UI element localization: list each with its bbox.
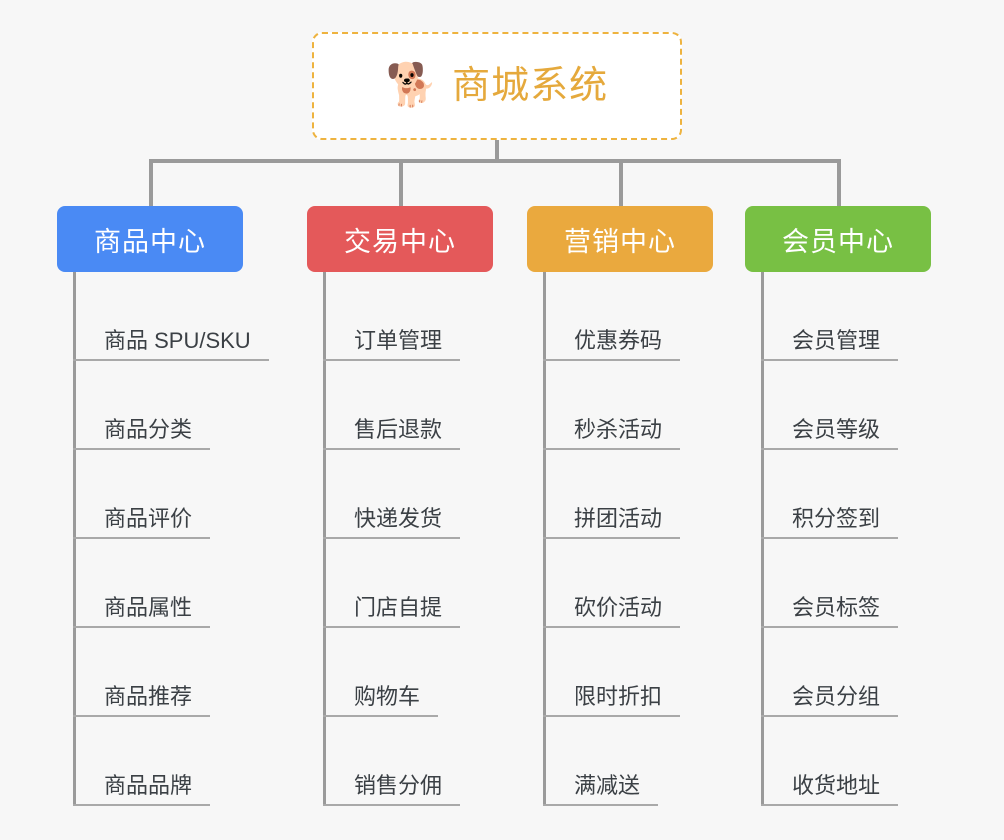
leaf-item-underline <box>73 715 211 717</box>
leaf-item-label: 限时折扣 <box>574 684 663 709</box>
leaf-item-underline <box>323 448 461 450</box>
leaf-item-label: 购物车 <box>354 684 421 709</box>
leaf-item[interactable]: 限时折扣 <box>543 628 713 717</box>
category-column-marketing: 营销中心优惠券码秒杀活动拼团活动砍价活动限时折扣满减送 <box>527 206 713 806</box>
leaf-item[interactable]: 会员管理 <box>761 272 931 361</box>
leaf-item[interactable]: 商品 SPU/SKU <box>73 272 269 361</box>
leaf-item-underline <box>73 537 211 539</box>
category-header[interactable]: 交易中心 <box>307 206 493 272</box>
leaf-item-underline <box>73 359 269 361</box>
leaf-item-label: 拼团活动 <box>574 506 663 531</box>
leaf-item-underline <box>73 626 211 628</box>
leaf-item-underline <box>761 626 899 628</box>
leaf-item[interactable]: 优惠券码 <box>543 272 713 361</box>
leaf-item-label: 积分签到 <box>792 506 881 531</box>
category-header[interactable]: 商品中心 <box>57 206 243 272</box>
leaf-item-underline <box>73 804 211 806</box>
leaf-item-underline <box>543 537 681 539</box>
category-column-product: 商品中心商品 SPU/SKU 商品分类商品评价商品属性商品推荐商品品牌 <box>57 206 269 806</box>
connector-drop-3 <box>619 159 623 207</box>
leaf-item-label: 售后退款 <box>354 417 443 442</box>
leaf-item-underline <box>761 537 899 539</box>
leaf-item[interactable]: 会员等级 <box>761 361 931 450</box>
connector-horizontal-bus <box>149 159 841 163</box>
leaf-item-label: 商品 SPU/SKU <box>104 328 251 353</box>
category-header[interactable]: 会员中心 <box>745 206 931 272</box>
leaf-item-underline <box>543 448 681 450</box>
leaf-item-label: 会员标签 <box>792 595 881 620</box>
leaf-item[interactable]: 收货地址 <box>761 717 931 806</box>
leaf-item-label: 订单管理 <box>354 328 443 353</box>
leaf-item-underline <box>543 359 681 361</box>
connector-drop-1 <box>149 159 153 207</box>
leaf-item[interactable]: 商品属性 <box>73 539 269 628</box>
leaf-item[interactable]: 商品评价 <box>73 450 269 539</box>
leaf-item-underline <box>761 359 899 361</box>
leaf-item-underline <box>323 359 461 361</box>
leaf-item-label: 快递发货 <box>354 506 443 531</box>
leaf-item-label: 满减送 <box>574 773 641 798</box>
leaf-item[interactable]: 售后退款 <box>323 361 493 450</box>
category-header-label: 商品中心 <box>94 226 206 257</box>
leaf-item[interactable]: 拼团活动 <box>543 450 713 539</box>
root-title: 商城系统 <box>452 65 609 107</box>
leaf-item-label: 会员分组 <box>792 684 881 709</box>
leaf-list: 优惠券码秒杀活动拼团活动砍价活动限时折扣满减送 <box>543 272 713 806</box>
leaf-item-label: 门店自提 <box>354 595 443 620</box>
leaf-item-label: 优惠券码 <box>574 328 663 353</box>
leaf-item-label: 销售分佣 <box>354 773 443 798</box>
leaf-item-underline <box>761 804 899 806</box>
leaf-item-underline <box>73 448 211 450</box>
category-header-label: 营销中心 <box>564 226 676 257</box>
shiba-dog-face-icon: 🐕 <box>385 61 439 108</box>
leaf-item-label: 收货地址 <box>792 773 881 798</box>
leaf-item[interactable]: 会员标签 <box>761 539 931 628</box>
connector-root-stem <box>495 140 499 163</box>
root-node[interactable]: 🐕 商城系统 <box>312 32 682 140</box>
leaf-item-label: 商品分类 <box>104 417 193 442</box>
leaf-item-underline <box>761 715 899 717</box>
category-column-member: 会员中心会员管理会员等级积分签到会员标签会员分组收货地址 <box>745 206 931 806</box>
leaf-item[interactable]: 满减送 <box>543 717 713 806</box>
leaf-list: 会员管理会员等级积分签到会员标签会员分组收货地址 <box>761 272 931 806</box>
leaf-item-label: 秒杀活动 <box>574 417 663 442</box>
category-header[interactable]: 营销中心 <box>527 206 713 272</box>
leaf-item-label: 商品评价 <box>104 506 193 531</box>
leaf-item-underline <box>323 715 439 717</box>
leaf-item-label: 商品属性 <box>104 595 193 620</box>
leaf-item-underline <box>323 626 461 628</box>
connector-drop-4 <box>837 159 841 207</box>
leaf-item[interactable]: 销售分佣 <box>323 717 493 806</box>
leaf-item-underline <box>543 804 659 806</box>
leaf-item[interactable]: 订单管理 <box>323 272 493 361</box>
leaf-item-underline <box>323 804 461 806</box>
leaf-item-label: 商品推荐 <box>104 684 193 709</box>
leaf-item[interactable]: 购物车 <box>323 628 493 717</box>
leaf-item[interactable]: 门店自提 <box>323 539 493 628</box>
leaf-item-label: 会员管理 <box>792 328 881 353</box>
leaf-item-underline <box>761 448 899 450</box>
leaf-item[interactable]: 商品品牌 <box>73 717 269 806</box>
leaf-item[interactable]: 积分签到 <box>761 450 931 539</box>
leaf-item-underline <box>543 626 681 628</box>
leaf-item-underline <box>543 715 681 717</box>
leaf-list: 订单管理售后退款快递发货门店自提购物车销售分佣 <box>323 272 493 806</box>
leaf-item[interactable]: 商品推荐 <box>73 628 269 717</box>
leaf-item[interactable]: 秒杀活动 <box>543 361 713 450</box>
leaf-item[interactable]: 商品分类 <box>73 361 269 450</box>
leaf-item[interactable]: 快递发货 <box>323 450 493 539</box>
leaf-item[interactable]: 会员分组 <box>761 628 931 717</box>
category-header-label: 会员中心 <box>782 226 894 257</box>
leaf-item-underline <box>323 537 461 539</box>
leaf-item-label: 商品品牌 <box>104 773 193 798</box>
leaf-item-label: 砍价活动 <box>574 595 663 620</box>
leaf-item-label: 会员等级 <box>792 417 881 442</box>
leaf-list: 商品 SPU/SKU 商品分类商品评价商品属性商品推荐商品品牌 <box>73 272 269 806</box>
category-header-label: 交易中心 <box>344 226 456 257</box>
connector-drop-2 <box>399 159 403 207</box>
leaf-item[interactable]: 砍价活动 <box>543 539 713 628</box>
category-column-trade: 交易中心订单管理售后退款快递发货门店自提购物车销售分佣 <box>307 206 493 806</box>
